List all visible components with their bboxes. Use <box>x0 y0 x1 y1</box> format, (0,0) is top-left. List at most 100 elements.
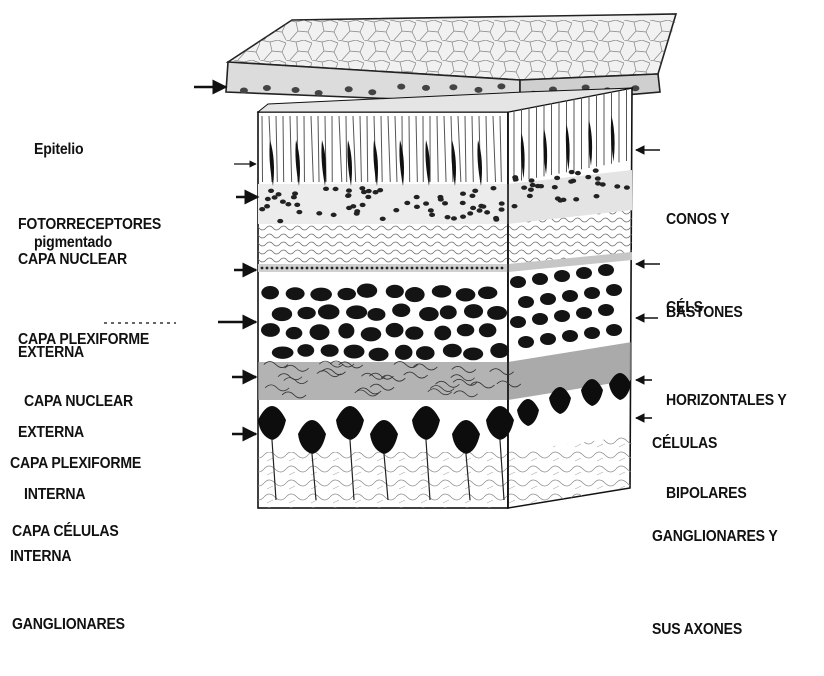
outer-nucleus <box>354 211 360 215</box>
outer-nucleus <box>393 208 399 212</box>
plexiform-dot <box>321 267 324 270</box>
inner-nucleus <box>272 346 294 358</box>
plexiform-dot <box>326 267 329 270</box>
plexiform-dot <box>306 267 309 270</box>
outer-nucleus <box>472 189 478 193</box>
inner-nucleus <box>419 307 439 321</box>
inner-nucleus <box>346 305 367 319</box>
outer-nucleus <box>499 207 505 211</box>
outer-nucleus <box>331 213 337 217</box>
outer-nucleus <box>529 178 535 182</box>
outer-nucleus <box>333 187 339 191</box>
outer-nucleus <box>484 210 490 214</box>
plexiform-dot <box>476 267 479 270</box>
plexiform-dot <box>486 267 489 270</box>
plexiform-dot <box>266 267 269 270</box>
outer-nucleus <box>477 208 483 212</box>
outer-nucleus <box>442 201 448 205</box>
outer-nucleus <box>429 213 435 217</box>
plexiform-dot <box>381 267 384 270</box>
plexiform-dot <box>426 267 429 270</box>
epithelium-nucleus <box>474 87 482 93</box>
plexiform-dot <box>331 267 334 270</box>
plexiform-dot <box>431 267 434 270</box>
outer-nucleus <box>294 203 300 207</box>
label-ganglion-axons: CÉLULAS GANGLIONARES Y SUS AXONES <box>652 366 778 676</box>
inner-nucleus <box>554 310 570 322</box>
inner-nucleus <box>367 308 385 321</box>
outer-nucleus <box>499 201 505 205</box>
plexiform-dot <box>356 267 359 270</box>
inner-nucleus <box>562 290 578 302</box>
outer-nucleus <box>593 168 599 172</box>
inner-nucleus <box>576 267 592 279</box>
inner-nucleus <box>392 304 410 317</box>
outer-nucleus <box>521 185 527 189</box>
plexiform-dot <box>341 267 344 270</box>
inner-nucleus <box>479 323 497 337</box>
outer-nucleus <box>624 185 630 189</box>
inner-nucleus <box>386 285 404 298</box>
inner-nucleus <box>405 327 423 340</box>
inner-nucleus <box>606 284 622 296</box>
inner-nucleus <box>518 336 534 348</box>
outer-nucleus <box>259 207 265 211</box>
epithelium-nucleus <box>240 87 248 93</box>
inner-nucleus <box>337 288 355 300</box>
plexiform-dot <box>351 267 354 270</box>
epithelium-nucleus <box>263 85 271 91</box>
outer-nucleus <box>469 194 475 198</box>
rod-line <box>283 116 284 182</box>
outer-nucleus <box>451 216 457 220</box>
outer-nucleus <box>404 201 410 205</box>
plexiform-dot <box>281 267 284 270</box>
outer-nucleus <box>292 191 298 195</box>
inner-nucleus <box>518 296 534 308</box>
inner-nucleus <box>532 273 548 285</box>
epithelium-nucleus <box>315 90 323 96</box>
inner-nucleus <box>386 323 404 337</box>
label-ganglion-axons-line1: CÉLULAS <box>652 428 778 459</box>
outer-nucleus <box>460 192 466 196</box>
plexiform-dot <box>481 267 484 270</box>
plexiform-dot <box>366 267 369 270</box>
outer-nucleus <box>470 206 476 210</box>
plexiform-dot <box>436 267 439 270</box>
inner-nucleus <box>540 293 556 305</box>
outer-nucleus <box>480 204 486 208</box>
outer-nucleus <box>467 211 473 215</box>
inner-nucleus <box>318 304 340 319</box>
outer-nucleus <box>513 177 519 181</box>
outer-nucleus <box>552 185 558 189</box>
outer-nucleus <box>264 204 270 208</box>
plexiform-dot <box>466 267 469 270</box>
outer-nucleus <box>573 197 579 201</box>
outer-nucleus <box>569 170 575 174</box>
inner-nucleus <box>562 330 578 342</box>
outer-nucleus <box>377 188 383 192</box>
outer-nucleus <box>530 183 536 187</box>
rod-line <box>409 116 410 182</box>
plexiform-dot <box>346 267 349 270</box>
outer-nucleus <box>296 210 302 214</box>
inner-nucleus <box>456 288 476 301</box>
plexiform-dot <box>301 267 304 270</box>
outer-nucleus <box>614 184 620 188</box>
label-horizontal-bipolar-line1: CÉLS. <box>666 292 787 323</box>
inner-nucleus <box>416 346 435 360</box>
inner-nucleus <box>440 305 457 319</box>
plexiform-dot <box>286 267 289 270</box>
inner-nucleus <box>487 306 507 320</box>
label-ganglion-axons-line3: SUS AXONES <box>652 614 778 645</box>
plexiform-dot <box>461 267 464 270</box>
plexiform-dot <box>296 267 299 270</box>
outer-nucleus <box>460 201 466 205</box>
inner-nucleus <box>434 326 451 341</box>
inner-nucleus <box>272 307 292 321</box>
outer-nucleus <box>438 197 444 201</box>
inner-nucleus <box>395 345 413 360</box>
plexiform-dot <box>396 267 399 270</box>
inner-nucleus <box>286 327 303 339</box>
outer-nucleus <box>460 214 466 218</box>
inner-nucleus <box>598 304 614 316</box>
